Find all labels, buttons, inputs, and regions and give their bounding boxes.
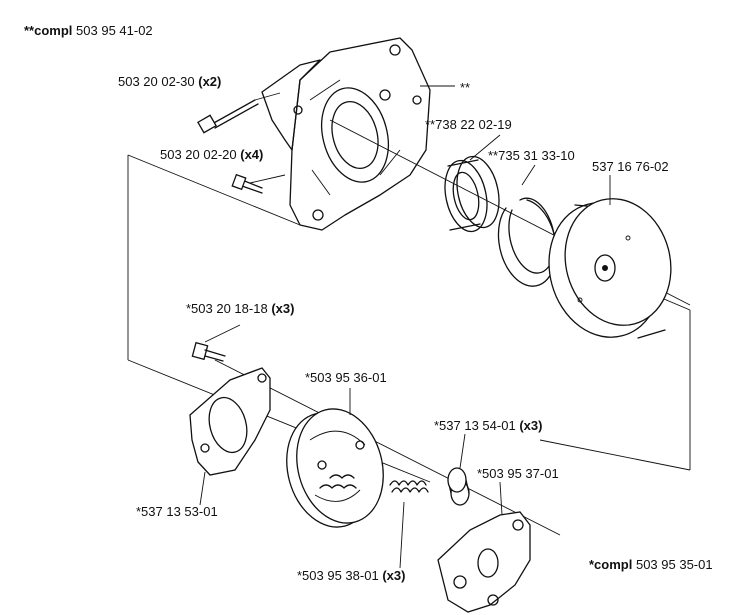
label-screw-x3-qty: (x3) (271, 301, 295, 316)
label-plate: *537 13 53-01 (136, 504, 218, 519)
label-spring-x3-qty: (x3) (382, 568, 406, 583)
label-bolt-x4-qty: (x4) (240, 147, 264, 162)
label-compl-bottom-number: 503 95 35-01 (635, 557, 713, 572)
label-bolt-x2-qty: (x2) (198, 74, 222, 89)
label-bushing-x3-number: *537 13 54-01 (434, 418, 516, 433)
label-circlip-number: **735 31 33-10 (488, 148, 575, 163)
plate-drawing (189, 367, 271, 476)
label-bolt-x2: 503 20 02-30 (x2) (118, 74, 221, 89)
label-clutch: *503 95 36-01 (305, 370, 387, 385)
label-housing-number: ** (460, 80, 471, 95)
label-compl-bottom-prefix: *compl (589, 557, 633, 572)
leader-lines (199, 134, 611, 569)
circlip-drawing (497, 197, 557, 287)
bolt-503-20-02-20-drawing (231, 173, 263, 194)
label-screw-x3-number: *503 20 18-18 (186, 301, 268, 316)
clutch-assembly-drawing (286, 408, 384, 528)
label-spring-x3: *503 95 38-01 (x3) (297, 568, 405, 583)
label-plate-number: *537 13 53-01 (136, 504, 218, 519)
label-compl-top-prefix: **compl (24, 23, 73, 38)
bolt-503-20-02-30-drawing (197, 99, 259, 134)
label-bolt-x4-number: 503 20 02-20 (160, 147, 237, 162)
label-compl-top: **compl 503 95 41-02 (24, 23, 153, 38)
label-circlip: **735 31 33-10 (488, 148, 575, 163)
clutch-drum-drawing (548, 198, 672, 339)
label-carrier: *503 95 37-01 (477, 466, 559, 481)
label-carrier-number: *503 95 37-01 (477, 466, 559, 481)
label-bushing-x3: *537 13 54-01 (x3) (434, 418, 542, 433)
label-compl-top-number: 503 95 41-02 (76, 23, 153, 38)
label-bushing-x3-qty: (x3) (519, 418, 543, 433)
label-housing: ** (460, 80, 470, 95)
label-drum: 537 16 76-02 (592, 159, 669, 174)
label-compl-bottom: *compl 503 95 35-01 (589, 557, 713, 572)
label-bearing: **738 22 02-19 (425, 117, 512, 132)
bearing-drawing (444, 155, 500, 233)
label-spring-x3-number: *503 95 38-01 (297, 568, 379, 583)
label-drum-number: 537 16 76-02 (592, 159, 669, 174)
label-screw-x3: *503 20 18-18 (x3) (186, 301, 294, 316)
bushing-drawing (447, 467, 470, 506)
clutch-housing-drawing (261, 37, 431, 231)
spring-drawing (389, 480, 429, 493)
carrier-drawing (437, 511, 531, 613)
label-bolt-x2-number: 503 20 02-30 (118, 74, 195, 89)
screw-503-20-18-18-drawing (191, 341, 226, 362)
label-bolt-x4: 503 20 02-20 (x4) (160, 147, 263, 162)
label-clutch-number: *503 95 36-01 (305, 370, 387, 385)
label-bearing-number: **738 22 02-19 (425, 117, 512, 132)
